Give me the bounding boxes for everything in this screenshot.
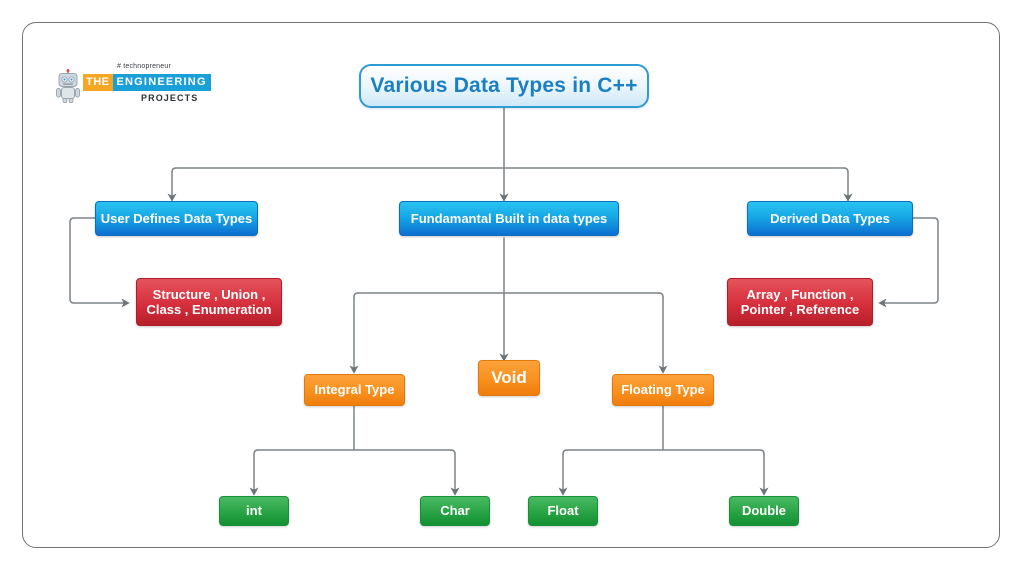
wire-user-defined-to-detail	[69, 217, 130, 308]
wire-level2-bar-left-corner	[353, 292, 359, 298]
node-fundamental-built-in-data-types[interactable]: Fundamantal Built in data types	[399, 201, 619, 236]
wire-level2-bar-right-corner	[658, 292, 664, 298]
wire-level1-bar-right-corner	[843, 167, 849, 173]
node-double[interactable]: Double	[729, 496, 799, 526]
site-logo: # technopreneur THE ENGINEERING PROJECTS	[55, 63, 211, 107]
page-border	[22, 22, 1000, 548]
node-derived-data-types[interactable]: Derived Data Types	[747, 201, 913, 236]
node-int[interactable]: int	[219, 496, 289, 526]
node-root-title[interactable]: Various Data Types in C++	[359, 64, 649, 108]
robot-icon	[56, 69, 80, 103]
node-integral-type[interactable]: Integral Type	[304, 374, 405, 406]
wire-derived-to-detail	[878, 217, 939, 308]
user-defined-detail-line1: Structure , Union ,	[152, 286, 266, 302]
wire-integral-bar-left-corner	[253, 449, 259, 455]
logo-word-the: THE	[83, 74, 113, 91]
wire-level1-bar-left-corner	[171, 167, 177, 173]
node-user-defined-data-types[interactable]: User Defines Data Types	[95, 201, 258, 236]
derived-detail-line1: Array , Function ,	[746, 286, 854, 302]
logo-tagline: # technopreneur	[117, 63, 171, 70]
logo-word-engineering: ENGINEERING	[112, 74, 211, 91]
logo-word-projects: PROJECTS	[141, 93, 199, 103]
node-float[interactable]: Float	[528, 496, 598, 526]
node-user-defined-detail[interactable]: Structure , Union , Class , Enumeration	[136, 278, 282, 326]
logo-wordmark: THE ENGINEERING	[83, 74, 211, 91]
derived-detail-line2: Pointer , Reference	[740, 302, 860, 317]
node-floating-type[interactable]: Floating Type	[612, 374, 714, 406]
wire-floating-bar-left-corner	[562, 449, 568, 455]
node-char[interactable]: Char	[420, 496, 490, 526]
user-defined-detail-line2: Class , Enumeration	[146, 302, 272, 317]
wire-integral-bar-right-corner	[450, 449, 456, 455]
node-derived-detail[interactable]: Array , Function , Pointer , Reference	[727, 278, 873, 326]
node-void[interactable]: Void	[478, 360, 540, 396]
wire-floating-bar-right-corner	[759, 449, 765, 455]
